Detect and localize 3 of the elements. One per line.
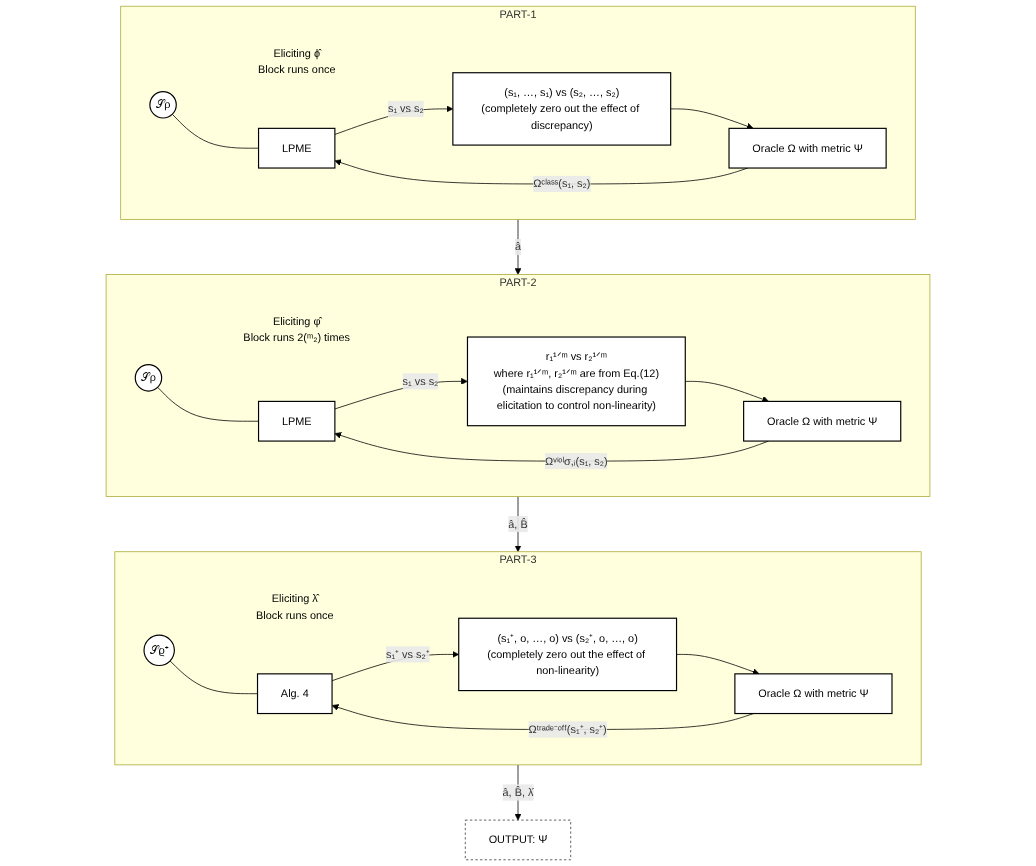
connector <box>171 113 259 149</box>
connector <box>169 660 258 695</box>
connector <box>157 386 259 422</box>
